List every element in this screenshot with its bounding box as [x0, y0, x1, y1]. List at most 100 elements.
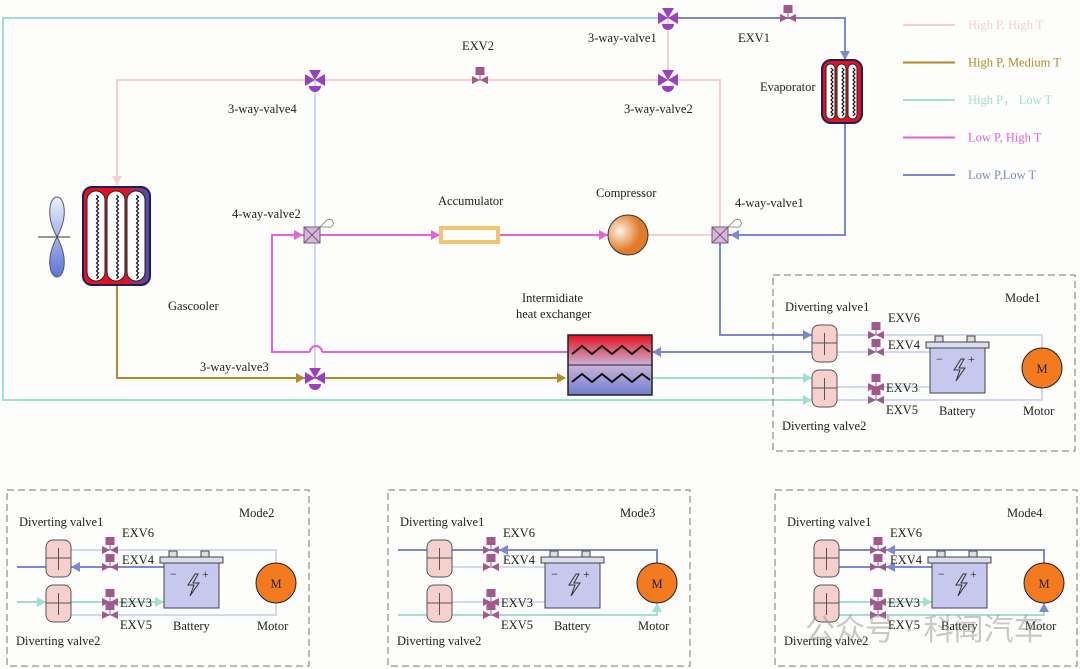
mode-pipe-top	[452, 549, 658, 563]
exv5-label: EXV5	[888, 618, 920, 632]
exv6-label: EXV6	[503, 526, 535, 540]
components	[38, 5, 863, 396]
battery-body	[163, 562, 220, 609]
exv-lobe	[483, 546, 491, 554]
label-3-way-valve3: 3-way-valve3	[200, 360, 269, 374]
label-accumulator: Accumulator	[438, 194, 504, 208]
battery-terminal	[966, 335, 976, 343]
label-4-way-valve2: 4-way-valve2	[232, 207, 301, 221]
label-exv2: EXV2	[462, 39, 494, 53]
exv-lobe	[878, 611, 886, 619]
exv-lobe	[870, 563, 878, 571]
exv6-icon	[870, 537, 886, 554]
battery-terminal	[934, 335, 944, 343]
exv-lobe	[868, 396, 876, 404]
exv-lobe	[110, 563, 118, 571]
exv-actuator	[486, 602, 496, 610]
valve-lobe	[309, 368, 321, 378]
exv6-icon	[868, 322, 884, 339]
exv5-icon	[870, 602, 886, 619]
flow-arrow-icon	[803, 373, 812, 383]
exv-lobe	[876, 331, 884, 339]
flow-arrow-icon	[599, 230, 608, 240]
mode-border	[772, 274, 1076, 452]
label-3-way-valve4: 3-way-valve4	[228, 102, 297, 116]
flow-arrow-icon	[71, 562, 80, 572]
motor-icon	[255, 562, 297, 604]
valve-actuator	[662, 86, 674, 92]
mode-pipe-top	[839, 549, 1045, 563]
mode-border	[387, 489, 691, 667]
motor-symbol: M	[270, 577, 281, 591]
diverting-valve1-icon	[811, 324, 838, 363]
diverting-valve1-label: Diverting valve1	[787, 515, 871, 529]
exv-lobe	[491, 611, 499, 619]
exv-actuator	[871, 374, 881, 382]
exv-lobe	[780, 14, 788, 22]
battery-icon: −+	[540, 550, 605, 609]
motor-icon	[1021, 347, 1063, 389]
battery-label: Battery	[554, 619, 592, 633]
exv-lobe	[868, 331, 876, 339]
lightning-icon	[953, 358, 966, 382]
battery-minus: −	[936, 352, 943, 366]
hx-tube	[106, 190, 126, 282]
exv-lobe	[876, 396, 884, 404]
battery-terminal	[581, 550, 591, 558]
exv-actuator	[783, 5, 793, 13]
valve-lobe	[662, 70, 674, 80]
fan-icon	[38, 196, 70, 278]
valve-actuator	[309, 384, 321, 390]
exv6-label: EXV6	[888, 311, 920, 325]
battery-minus: −	[938, 567, 945, 581]
mode-border	[774, 489, 1078, 667]
exv-lobe	[472, 76, 480, 84]
motor-icon	[636, 562, 678, 604]
valve-lobe	[315, 74, 325, 86]
exv3-label: EXV3	[888, 596, 920, 610]
exv-actuator	[105, 537, 115, 545]
watermark: 公众号 · 科闻汽车	[805, 613, 1044, 648]
legend-label: Low P,Low T	[968, 168, 1037, 182]
exv5-icon	[483, 602, 499, 619]
battery-lid	[925, 341, 990, 349]
exv3-label: EXV3	[120, 596, 152, 610]
evaporator-icon	[821, 59, 863, 124]
exv5-icon	[102, 602, 118, 619]
flow-arrow-icon	[112, 176, 122, 185]
battery-terminal	[200, 550, 210, 558]
exv-lobe	[110, 611, 118, 619]
motor-label: Motor	[257, 619, 289, 633]
exv4-icon	[483, 554, 499, 571]
pipe-crossover	[309, 345, 323, 353]
exv6-label: EXV6	[890, 526, 922, 540]
diverting-valve1-label: Diverting valve1	[400, 515, 484, 529]
battery-terminal	[549, 550, 559, 558]
diverting-valve2-icon	[426, 584, 453, 623]
label-3-way-valve2: 3-way-valve2	[624, 102, 693, 116]
exv5-label: EXV5	[120, 618, 152, 632]
battery-plus: +	[583, 567, 590, 581]
exv4-icon	[102, 554, 118, 571]
mode-title: Mode2	[239, 506, 274, 520]
valve-lobe	[658, 12, 668, 24]
label-evaporator: Evaporator	[760, 80, 816, 94]
3-way-valve1-icon	[658, 8, 678, 30]
exv-lobe	[110, 546, 118, 554]
valve-lobe	[668, 12, 678, 24]
motor-symbol: M	[651, 577, 662, 591]
hx-tube	[126, 190, 146, 282]
battery-terminal	[968, 550, 978, 558]
lightning-icon	[955, 573, 968, 597]
lightning-icon	[187, 573, 200, 597]
diverting-valve1-icon	[813, 539, 840, 578]
flow-arrow-icon	[730, 230, 739, 240]
battery-minus: −	[551, 567, 558, 581]
valve-lobe	[658, 74, 668, 86]
battery-terminal	[936, 550, 946, 558]
legend-label: High P， Low T	[968, 93, 1053, 107]
flow-arrow-icon	[803, 330, 812, 340]
